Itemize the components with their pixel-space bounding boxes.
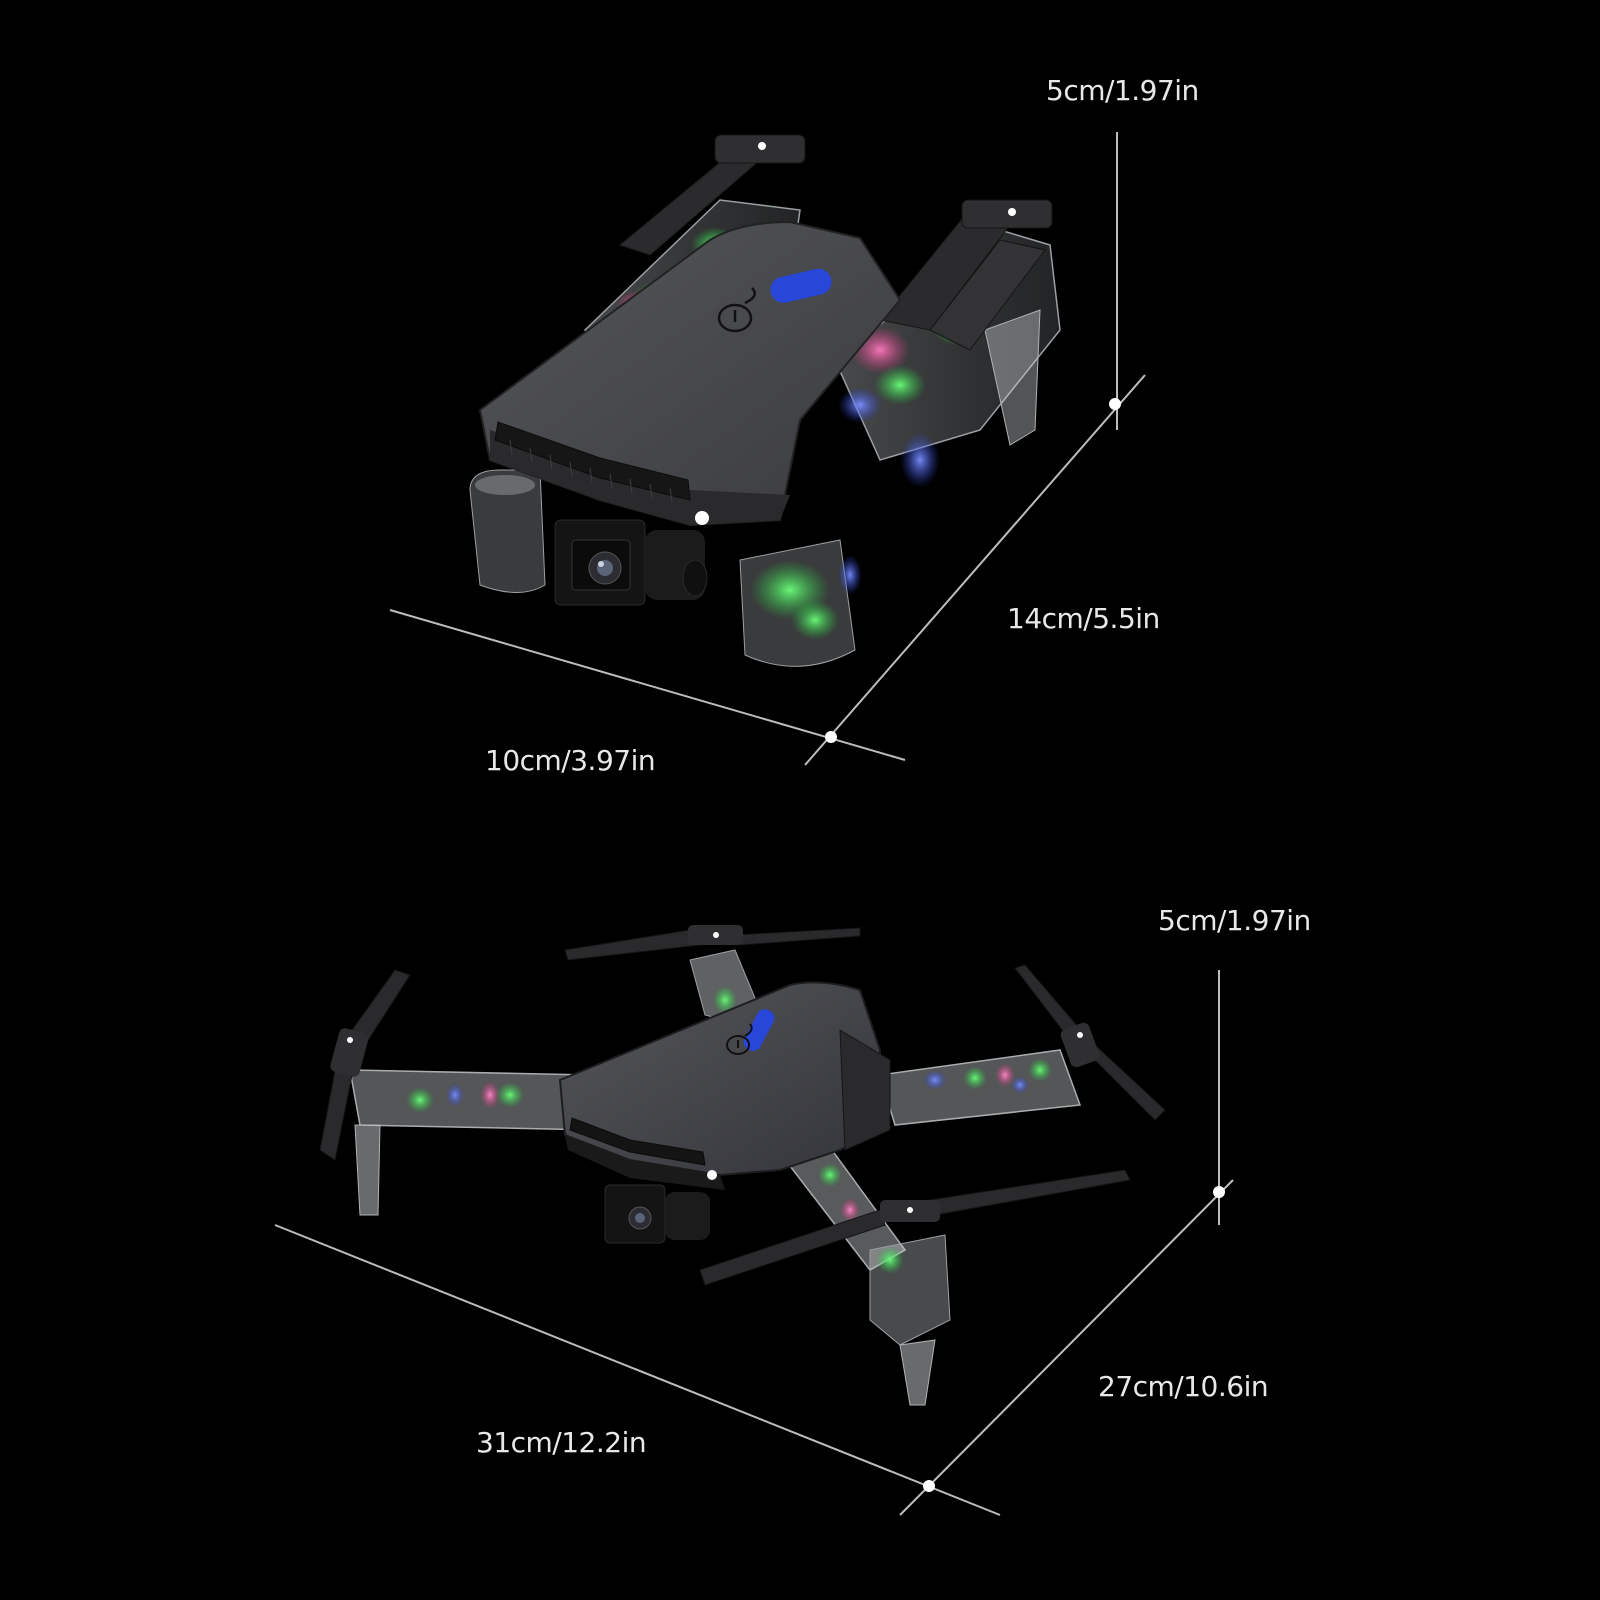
unfolded-camera: [604, 1184, 710, 1244]
power-button-icon: [726, 1023, 753, 1055]
propeller-right: [1014, 964, 1166, 1121]
arm-right: [879, 1049, 1082, 1126]
folded-propeller-right: [879, 199, 1053, 351]
folded-camera: [554, 519, 708, 606]
folded-dimension-points: [825, 398, 1121, 743]
propeller-left: [319, 969, 411, 1161]
folded-propeller-left: [618, 134, 806, 256]
unfolded-drone-body: [558, 981, 891, 1190]
folded-height-label: 5cm/1.97in: [1046, 74, 1199, 107]
propeller-rear: [564, 925, 861, 961]
unfolded-dimension-points: [923, 1186, 1225, 1492]
unfolded-height-label: 5cm/1.97in: [1158, 904, 1311, 937]
unfolded-width-label: 31cm/12.2in: [476, 1426, 647, 1459]
arm-left: [349, 1069, 596, 1216]
unfolded-depth-label: 27cm/10.6in: [1098, 1370, 1269, 1403]
unfolded-width-line: [274, 1224, 1001, 1516]
unfolded-dimension-lines: [274, 970, 1234, 1516]
folded-depth-line: [804, 374, 1146, 766]
status-led: [770, 268, 832, 303]
folded-motor-front-right: [739, 539, 862, 667]
power-button-icon: [717, 287, 757, 333]
propeller-front: [699, 1169, 1131, 1286]
folded-drone-body: [478, 220, 902, 527]
unfolded-depth-line: [899, 1179, 1234, 1516]
folded-drone-illustration: [389, 132, 1146, 766]
front-led-light: [695, 511, 709, 525]
front-led-light: [707, 1170, 717, 1180]
folded-dimension-lines: [389, 132, 1146, 766]
folded-width-label: 10cm/3.97in: [485, 744, 656, 777]
folded-width-line: [389, 609, 906, 761]
folded-motor-front-left: [469, 469, 546, 593]
folded-depth-label: 14cm/5.5in: [1007, 602, 1160, 635]
status-led: [743, 1009, 775, 1051]
